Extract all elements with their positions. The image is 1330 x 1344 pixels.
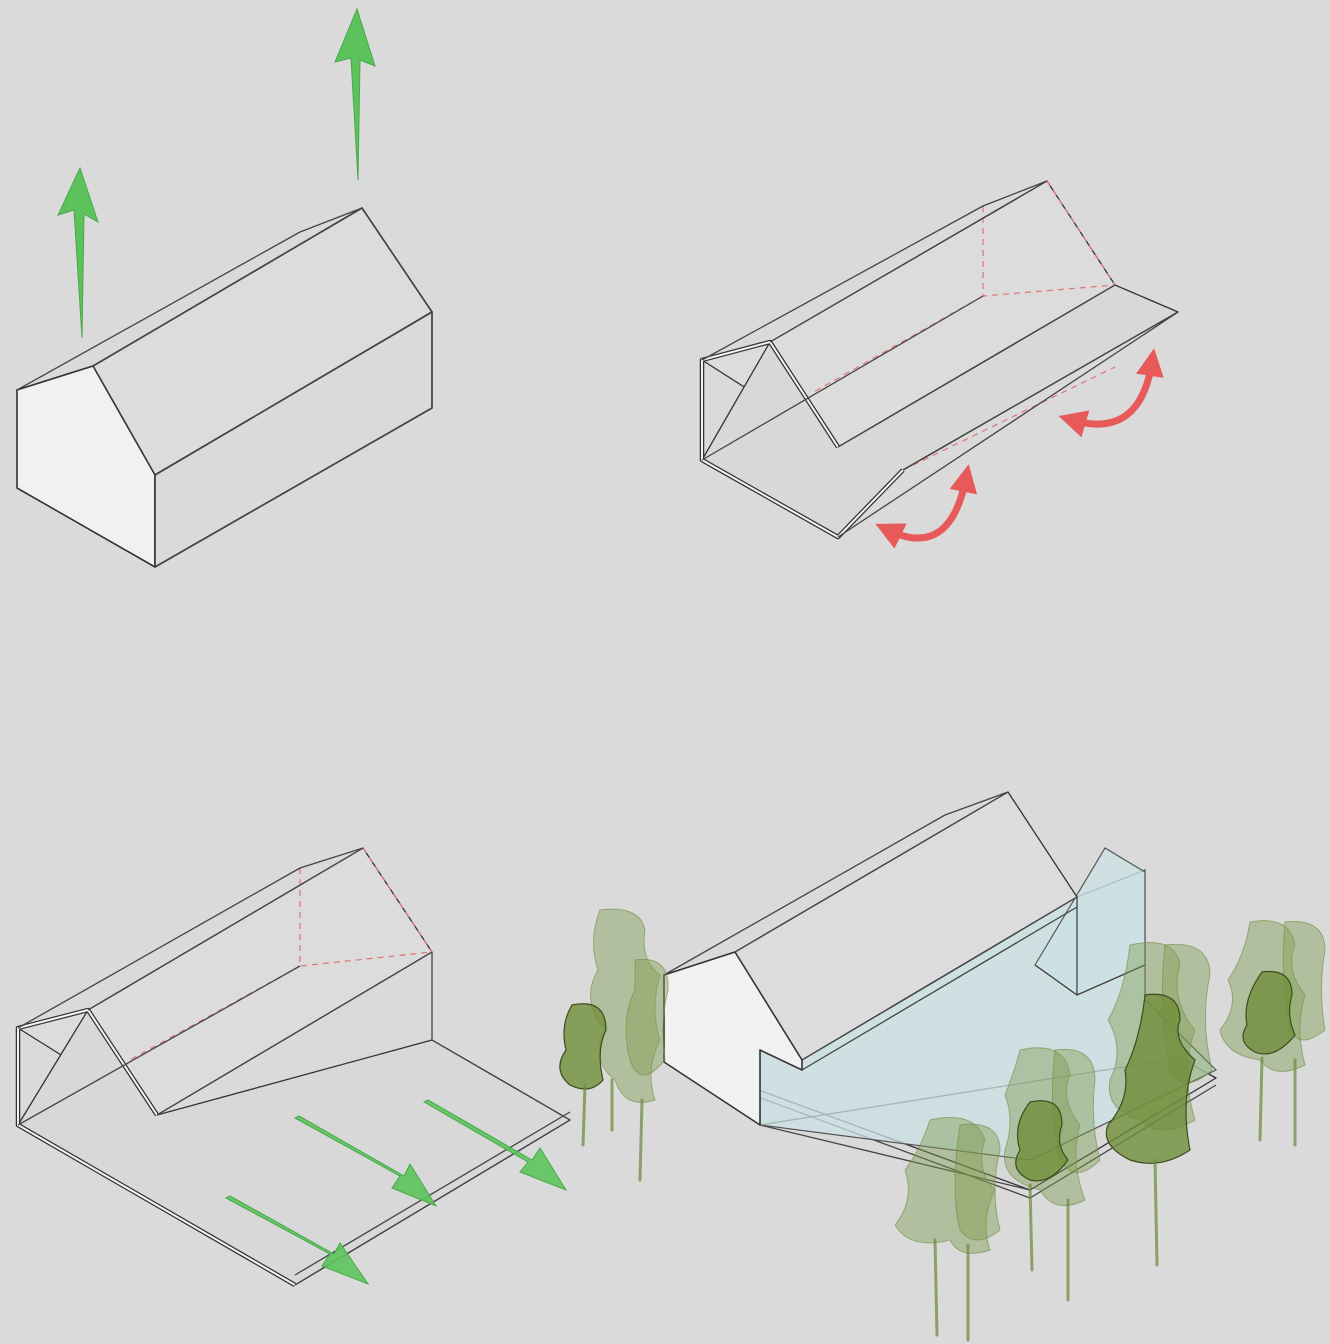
- curved-arrow-icon: [888, 478, 966, 538]
- tree-icon: [895, 1118, 1000, 1341]
- panel-gable-volume: [17, 9, 432, 567]
- tree-icon: [1220, 921, 1325, 1145]
- tree-icon: [560, 909, 668, 1180]
- up-arrow-icon: [335, 9, 375, 180]
- panel-ground-extension: [18, 848, 570, 1285]
- curved-arrow-icon: [1072, 362, 1152, 424]
- tree-icon: [1106, 943, 1212, 1266]
- panel-final-building: [560, 792, 1325, 1340]
- up-arrow-icon: [58, 168, 98, 338]
- panel-roof-fold: [702, 181, 1178, 538]
- tree-icon: [1004, 1048, 1100, 1300]
